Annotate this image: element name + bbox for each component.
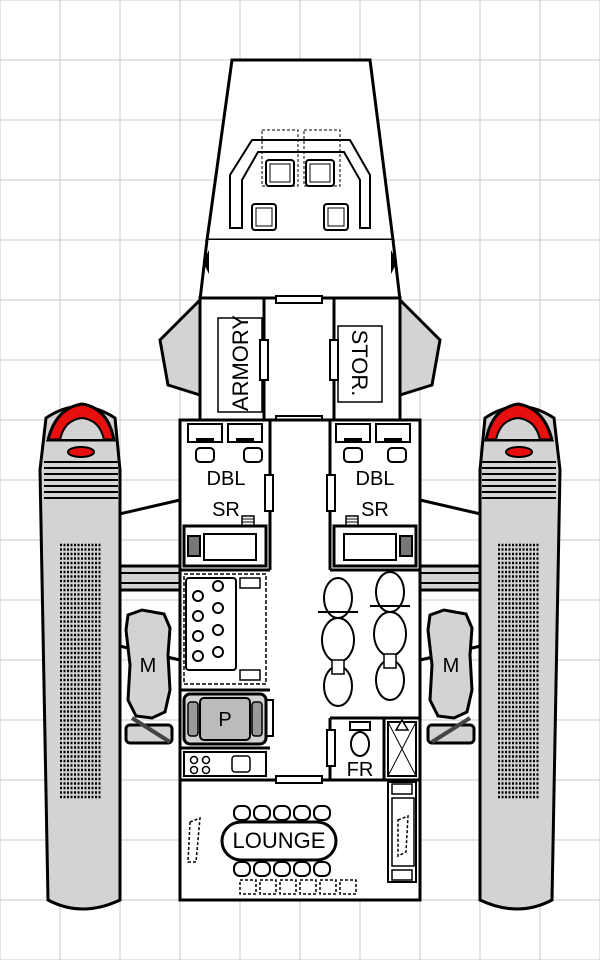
bike-icon [370, 571, 410, 701]
storage-door-icon[interactable] [329, 339, 339, 381]
armory-storage-section: ARMORY STOR. [158, 295, 442, 424]
port-cabin-label-2: SR [212, 499, 240, 521]
cockpit-seat-icon [323, 203, 349, 231]
bed-icon [332, 524, 418, 568]
lounge: LOUNGE [187, 781, 417, 895]
starboard-cabin-door-icon[interactable] [326, 474, 336, 512]
bike-bay [318, 571, 410, 707]
stove-burner-icon [189, 755, 199, 765]
lounge-chair-icon [273, 805, 291, 821]
fresher: FR [347, 718, 417, 781]
locker-icon [319, 879, 337, 895]
hatch-icon [275, 295, 323, 304]
lounge-chair-icon [313, 805, 331, 821]
bike-icon [318, 577, 358, 707]
sofa-icon [387, 781, 417, 883]
pilot-seat-icon [265, 159, 295, 187]
bed-icon [182, 524, 268, 568]
starboard-cabin-label-1: DBL [356, 468, 395, 490]
port-engine-body [38, 405, 122, 911]
port-cabin: DBL SR [182, 423, 268, 568]
locker-icon [239, 879, 257, 895]
cockpit [205, 58, 395, 242]
stove-burner-icon [189, 765, 199, 775]
sink-icon [231, 755, 251, 773]
port-cabin-label-1: DBL [207, 468, 246, 490]
chair-icon [243, 447, 263, 463]
lounge-chair-icon [233, 861, 251, 877]
stove-burner-icon [201, 755, 211, 765]
lounge-chair-icon [293, 861, 311, 877]
toilet-icon [349, 721, 371, 757]
chair-icon [195, 447, 215, 463]
starboard-engine-module: M [426, 608, 476, 745]
starboard-module-label: M [443, 655, 460, 677]
lounge-chair-icon [233, 805, 251, 821]
copilot-seat-icon [305, 159, 335, 187]
lounge-chair-icon [273, 861, 291, 877]
starboard-engine-strut [413, 564, 487, 592]
starboard-cabin: DBL SR [332, 423, 418, 568]
lounge-chairs [233, 805, 331, 877]
lounge-chair-icon [253, 861, 271, 877]
power-plant-label: P [218, 709, 231, 731]
shower-icon [387, 718, 417, 777]
port-mess-table [183, 573, 267, 685]
lounge-chair-icon [313, 861, 331, 877]
fresher-label: FR [347, 759, 374, 781]
fresher-door-icon[interactable] [326, 729, 336, 767]
power-plant: P [182, 692, 268, 746]
stove-burner-icon [201, 765, 211, 775]
lounge-table [220, 820, 338, 862]
lounge-label: LOUNGE [233, 828, 326, 853]
cockpit-seat-icon [251, 203, 277, 231]
locker-icon [259, 879, 277, 895]
storage-label: STOR. [347, 330, 372, 397]
lounge-chair-icon [293, 805, 311, 821]
wall-panel-icon [187, 816, 201, 863]
starboard-engine-vents [482, 461, 556, 799]
forward-corridor [198, 239, 402, 301]
cockpit-console [229, 139, 371, 229]
starboard-engine-nacelle: M [413, 402, 562, 911]
port-module-label: M [140, 655, 157, 677]
starboard-engine-intake-icon [505, 446, 533, 458]
hatch-icon [275, 775, 323, 784]
lounge-lockers [239, 879, 357, 895]
port-engine-module: M [124, 608, 174, 745]
port-engine-intake-icon [67, 446, 95, 458]
lounge-chair-icon [253, 805, 271, 821]
port-cabin-door-icon[interactable] [264, 474, 274, 512]
chair-icon [387, 447, 407, 463]
chair-icon [343, 447, 363, 463]
port-engine-vents [44, 461, 118, 799]
starboard-cabin-label-2: SR [361, 499, 389, 521]
port-engine-nacelle: M [38, 402, 187, 911]
galley [183, 751, 267, 777]
port-engine-strut [113, 564, 187, 592]
locker-icon [279, 879, 297, 895]
locker-icon [339, 879, 357, 895]
armory-door-icon[interactable] [259, 339, 269, 381]
armory-label: ARMORY [228, 315, 253, 411]
locker-icon [299, 879, 317, 895]
